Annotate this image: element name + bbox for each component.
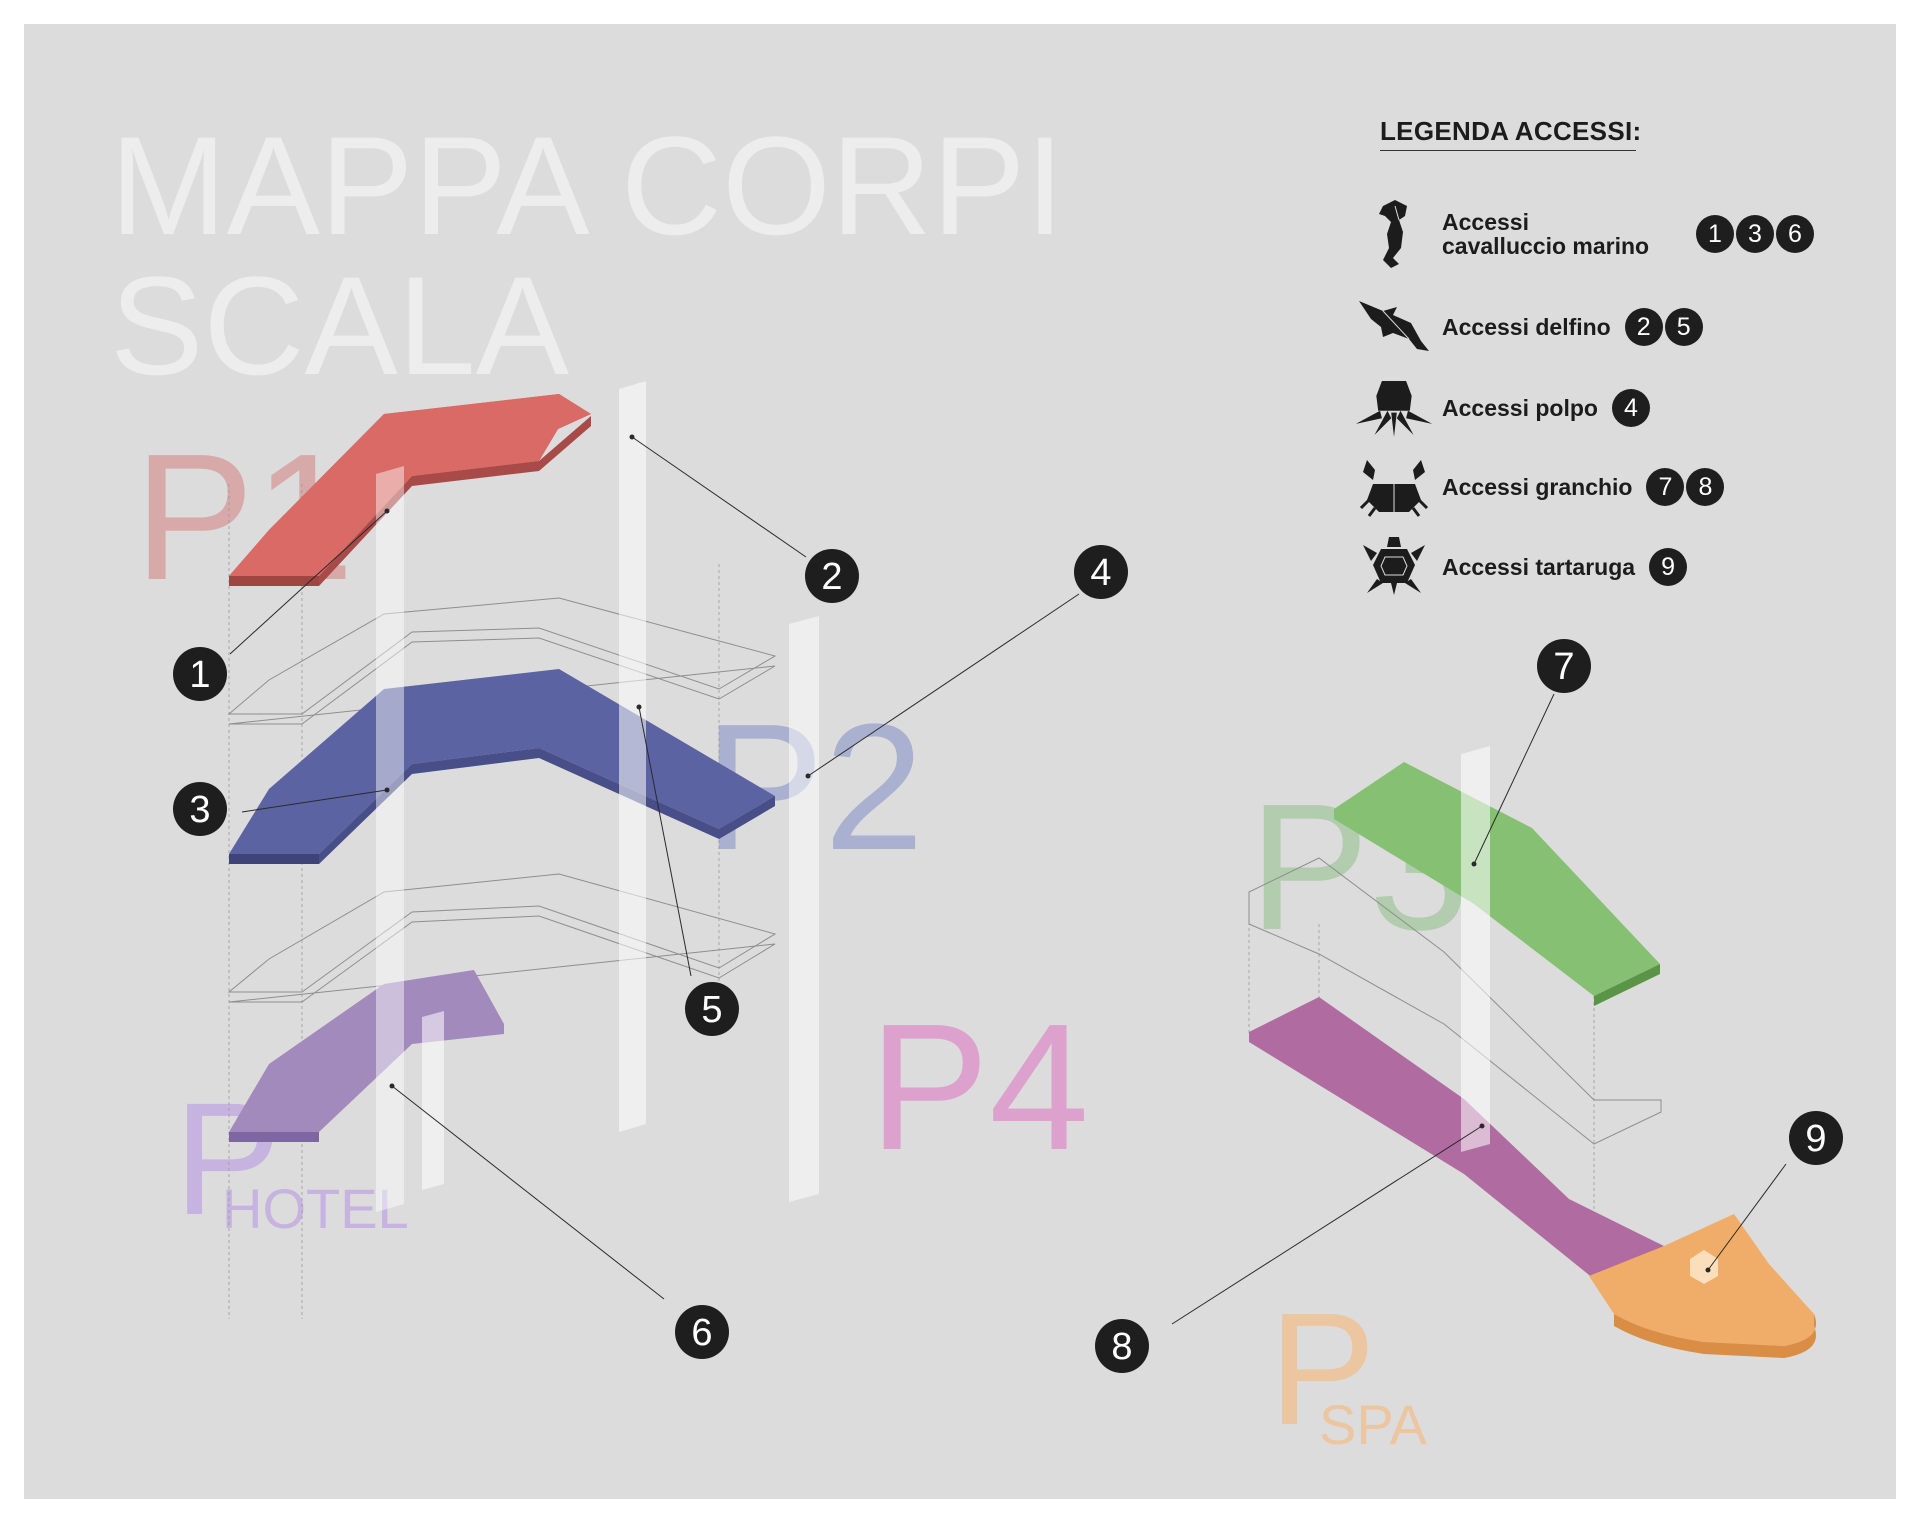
legend-badge: 8 xyxy=(1686,468,1725,506)
svg-text:9: 9 xyxy=(1805,1118,1826,1160)
level-label-photel-sub: HOTEL xyxy=(222,1177,409,1240)
legend-badge: 1 xyxy=(1696,215,1734,253)
legend-badges-dolphin: 2 5 xyxy=(1624,308,1705,346)
legend-label-dolphin: Accessi delfino xyxy=(1442,314,1611,340)
legend-item-octopus: Accessi polpo 4 xyxy=(1354,373,1652,443)
legend-badges-turtle: 9 xyxy=(1649,548,1689,586)
callout-2[interactable]: 2 xyxy=(805,549,859,603)
level-label-p4: P4 xyxy=(869,987,1089,1188)
legend-badge: 9 xyxy=(1649,548,1688,586)
level-label-pspa-p: P xyxy=(1269,1279,1376,1458)
callout-8[interactable]: 8 xyxy=(1095,1319,1149,1373)
right-block-empty-floor xyxy=(1248,857,1662,1145)
right-block-guides xyxy=(1248,892,1595,1284)
seahorse-icon xyxy=(1354,199,1434,269)
legend-item-turtle: Accessi tartaruga 9 xyxy=(1354,532,1689,602)
map-title-line1: MAPPA CORPI xyxy=(110,107,1064,264)
legend-label-turtle: Accessi tartaruga xyxy=(1442,554,1636,580)
callout-4[interactable]: 4 xyxy=(1074,545,1128,599)
callout-leader-lines xyxy=(229,436,1787,1325)
callout-5[interactable]: 5 xyxy=(685,982,739,1036)
legend-badges-seahorse: 1 3 6 xyxy=(1696,215,1816,253)
left-block-guides xyxy=(228,484,720,1319)
svg-text:4: 4 xyxy=(1090,552,1111,594)
floor-p2 xyxy=(229,669,775,864)
svg-text:1: 1 xyxy=(189,654,210,696)
callout-9[interactable]: 9 xyxy=(1789,1111,1843,1165)
svg-text:8: 8 xyxy=(1111,1326,1132,1368)
callout-1[interactable]: 1 xyxy=(173,647,227,701)
legend-badge: 2 xyxy=(1624,308,1663,346)
legend-item-dolphin: Accessi delfino 2 5 xyxy=(1354,292,1705,362)
legend-underline xyxy=(1380,150,1636,151)
legend-label-crab: Accessi granchio xyxy=(1442,474,1633,500)
legend-label-seahorse: Accessi cavalluccio marino xyxy=(1442,209,1650,259)
callout-6[interactable]: 6 xyxy=(675,1305,729,1359)
legend-badge: 5 xyxy=(1664,308,1703,346)
svg-text:6: 6 xyxy=(691,1312,712,1354)
svg-text:7: 7 xyxy=(1553,646,1574,688)
floor-pspa xyxy=(1589,1214,1816,1358)
map-canvas: MAPPA CORPI SCALA P1 P2 P3 P4 P HOTEL P … xyxy=(24,24,1896,1499)
right-pillar xyxy=(1461,746,1490,1152)
map-title-line2: SCALA xyxy=(110,247,570,404)
svg-text:5: 5 xyxy=(701,989,722,1031)
svg-text:3: 3 xyxy=(189,789,210,831)
legend-badges-octopus: 4 xyxy=(1611,389,1652,427)
legend-badges-crab: 7 8 xyxy=(1646,468,1726,506)
level-label-pspa-sub: SPA xyxy=(1319,1393,1428,1456)
callout-3[interactable]: 3 xyxy=(173,782,227,836)
left-pillars xyxy=(376,381,819,1212)
svg-text:2: 2 xyxy=(821,556,842,598)
legend-badge: 3 xyxy=(1736,215,1774,253)
isometric-map: MAPPA CORPI SCALA P1 P2 P3 P4 P HOTEL P … xyxy=(110,107,1843,1458)
floor-p3 xyxy=(1334,762,1660,1006)
callout-anchor-dots xyxy=(384,434,1711,1273)
callout-7[interactable]: 7 xyxy=(1537,639,1591,693)
legend-title: LEGENDA ACCESSI: xyxy=(1380,116,1642,146)
legend-badge: 7 xyxy=(1646,468,1685,506)
legend-badge: 4 xyxy=(1611,389,1650,427)
turtle-icon xyxy=(1354,532,1434,602)
legend-label-octopus: Accessi polpo xyxy=(1442,395,1598,421)
floor-p4 xyxy=(1249,997,1664,1279)
octopus-icon xyxy=(1354,373,1434,443)
legend-badge: 6 xyxy=(1776,215,1814,253)
floor-p1 xyxy=(229,394,591,586)
crab-icon xyxy=(1354,452,1434,522)
legend-item-seahorse: Accessi cavalluccio marino 1 3 6 xyxy=(1354,199,1816,269)
left-block-empty-floors xyxy=(227,597,777,1003)
floor-photel xyxy=(229,970,504,1142)
legend-item-crab: Accessi granchio 7 8 xyxy=(1354,452,1726,522)
dolphin-icon xyxy=(1354,292,1434,362)
